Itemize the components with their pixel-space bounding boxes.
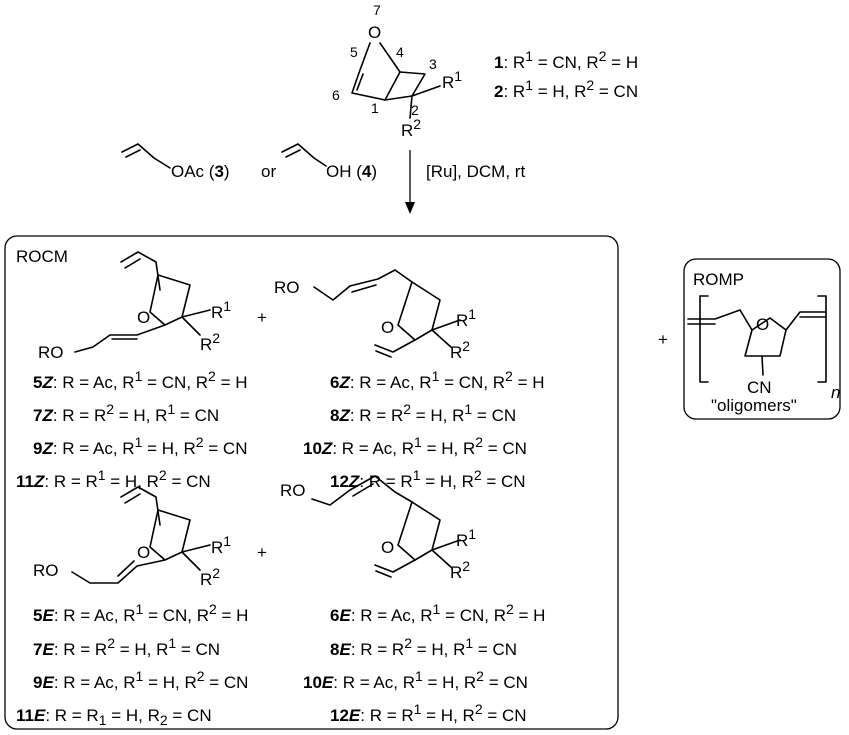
atom-number-6: 6 (332, 87, 340, 103)
compound-label-7z: 7Z: R = R2 = H, R1 = CN (33, 401, 219, 425)
e-isomer-labels: 5E: R = Ac, R1 = CN, R2 = H 6E: R = Ac, R… (16, 601, 545, 728)
ro-label-6z: RO (274, 278, 300, 297)
product-5z-structure (74, 251, 211, 353)
atom-number-7: 7 (373, 2, 381, 18)
r2-label: R2 (401, 116, 421, 140)
allyl-acetate-structure (121, 143, 171, 169)
product-6e-structure (311, 475, 461, 578)
r1-label-6e: R1 (456, 526, 476, 550)
compound-label-5z: 5Z: R = Ac, R1 = CN, R2 = H (33, 368, 248, 392)
r2-label-6e: R2 (450, 558, 470, 582)
romp-title: ROMP (693, 270, 744, 289)
reaction-conditions: [Ru], DCM, rt (426, 162, 525, 181)
compound-label-10e: 10E: R = Ac, R1 = H, R2 = CN (303, 668, 528, 692)
product-5e-structure (71, 486, 211, 584)
r2-bond (409, 95, 413, 119)
r2-label-6z: R2 (450, 338, 470, 362)
r1-label-6z: R1 (456, 306, 476, 330)
r2-label-5z: R2 (200, 330, 220, 354)
atom-number-2: 2 (411, 102, 419, 118)
atom-number-5: 5 (350, 44, 358, 60)
rocm-box (4, 235, 619, 730)
compound-label-12e: 12E: R = R1 = H, R2 = CN (330, 701, 527, 725)
reaction-arrow (405, 150, 415, 214)
romp-n-label: n (831, 383, 840, 402)
product-6z-structure (313, 269, 461, 358)
compound-label-7e: 7E: R = R2 = H, R1 = CN (33, 635, 220, 659)
compound-label-5e: 5E: R = Ac, R1 = CN, R2 = H (33, 601, 248, 625)
compound-label-10z: 10Z: R = Ac, R1 = H, R2 = CN (303, 434, 527, 458)
z-isomer-labels: 5Z: R = Ac, R1 = CN, R2 = H 6Z: R = Ac, R… (16, 368, 545, 491)
or-text: or (261, 162, 276, 181)
bridge-oxygen: O (368, 23, 381, 42)
plus-sign-e: + (257, 543, 267, 562)
ring-oxygen-5z: O (137, 308, 150, 327)
r2-label-5e: R2 (200, 565, 220, 589)
oligomers-label: "oligomers" (711, 396, 797, 415)
starting-material-structure: 7 O 5 4 3 6 1 2 R1 R2 (332, 2, 462, 140)
ro-label-5e: RO (33, 561, 59, 580)
ring-oxygen-6e: O (381, 538, 394, 557)
atom-number-3: 3 (429, 56, 437, 72)
reagent-3-label: OAc (3) (171, 162, 230, 181)
compound-label-6z: 6Z: R = Ac, R1 = CN, R2 = H (330, 368, 545, 392)
rocm-title: ROCM (16, 247, 68, 266)
r1-label: R1 (442, 68, 462, 92)
compound-label-6e: 6E: R = Ac, R1 = CN, R2 = H (330, 601, 545, 625)
r1-bond (411, 85, 441, 97)
romp-ring-oxygen: O (756, 315, 769, 334)
plus-sign-z: + (257, 308, 267, 327)
compound-label-11z: 11Z: R = R1 = H, R2 = CN (16, 467, 211, 491)
allyl-alcohol-structure (281, 143, 327, 167)
compound-label-8z: 8Z: R = R2 = H, R1 = CN (330, 401, 516, 425)
romp-box (683, 258, 841, 420)
compound-label-8e: 8E: R = R2 = H, R1 = CN (330, 635, 517, 659)
bicyclic-bonds (351, 42, 401, 101)
ring-oxygen-6z: O (381, 318, 394, 337)
compound-label-9z: 9Z: R = Ac, R1 = H, R2 = CN (33, 434, 248, 458)
compound-2-definition: 2: R1 = H, R2 = CN (494, 77, 638, 101)
ro-label-5z: RO (38, 343, 64, 362)
r1-label-5z: R1 (211, 298, 231, 322)
compound-label-12z: 12Z: R = R1 = H, R2 = CN (330, 467, 526, 491)
compound-1-definition: 1: R1 = CN, R2 = H (494, 48, 638, 72)
reagent-4-label: OH (4) (326, 162, 377, 181)
atom-number-1: 1 (371, 100, 379, 116)
plus-sign-romp: + (658, 330, 668, 349)
romp-cn-label: CN (747, 378, 772, 397)
r1-label-5e: R1 (211, 533, 231, 557)
romp-polymer-structure (687, 295, 827, 383)
ethano-bridge (384, 71, 426, 101)
ring-oxygen-5e: O (137, 543, 150, 562)
compound-label-9e: 9E: R = Ac, R1 = H, R2 = CN (33, 668, 248, 692)
alkene-double-bond (356, 73, 364, 91)
ro-label-6e: RO (280, 481, 306, 500)
compound-label-11e: 11E: R = R1 = H, R2 = CN (16, 706, 212, 728)
atom-number-4: 4 (396, 44, 404, 60)
